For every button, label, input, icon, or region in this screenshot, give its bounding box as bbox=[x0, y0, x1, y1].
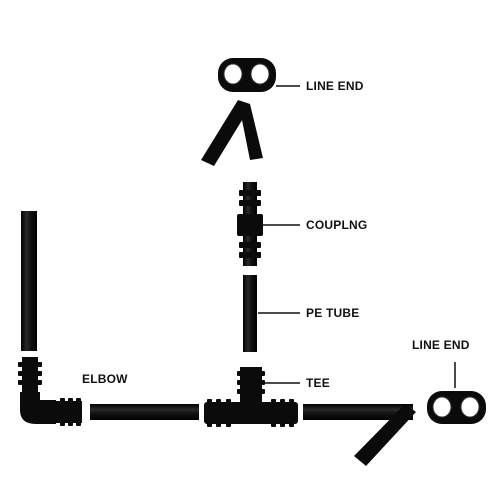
label-elbow: ELBOW bbox=[82, 372, 128, 386]
pe-tube-horizontal-left bbox=[90, 404, 199, 420]
pe-tube-left-vertical bbox=[21, 211, 37, 351]
line-end-right-folded-tube bbox=[303, 404, 416, 466]
label-tee: TEE bbox=[306, 376, 330, 390]
label-line-end-top: LINE END bbox=[306, 79, 364, 93]
pe-tube-vertical bbox=[243, 275, 257, 352]
label-coupling: COUPLNG bbox=[306, 218, 368, 232]
coupling-fitting bbox=[237, 182, 263, 266]
label-pe-tube: PE TUBE bbox=[306, 306, 360, 320]
tee-fitting bbox=[204, 367, 298, 427]
elbow-fitting bbox=[18, 357, 82, 426]
leader-lines bbox=[258, 85, 456, 388]
label-line-end-right: LINE END bbox=[412, 338, 470, 352]
line-end-top bbox=[218, 58, 276, 92]
line-end-right bbox=[427, 391, 486, 424]
line-end-top-folded-tube bbox=[201, 100, 263, 166]
